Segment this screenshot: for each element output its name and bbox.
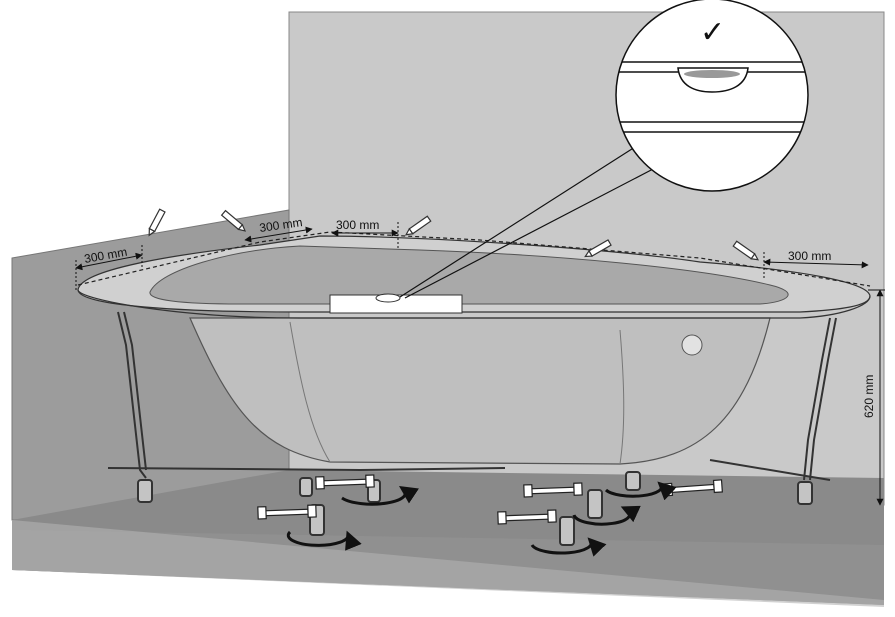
pencil-icon — [732, 240, 760, 261]
wrench-icon — [315, 474, 375, 490]
rotation-arrows — [286, 481, 677, 557]
floor-lighter — [12, 520, 884, 607]
rotate-arrow-icon — [286, 530, 362, 551]
rotate-arrow-icon — [341, 485, 419, 506]
bathtub — [77, 231, 871, 465]
wrench-icon — [257, 504, 317, 520]
magnifier-callout-icon: ✓ — [399, 0, 809, 299]
dim-right-label: 300 mm — [788, 249, 831, 263]
rotate-arrow-icon — [604, 481, 677, 501]
dim-back-left-label: 300 mm — [258, 215, 303, 235]
wrench-icon — [497, 509, 557, 525]
pencil-icon — [148, 208, 166, 237]
dim-back-center-label: 300 mm — [336, 218, 379, 232]
pencil-icons — [148, 208, 760, 261]
wrench-icon — [523, 482, 583, 498]
support-frame — [107, 311, 837, 546]
check-mark-icon: ✓ — [700, 15, 725, 50]
rotate-arrow-icon — [572, 505, 641, 526]
pencil-icon — [220, 209, 247, 232]
dim-height-label: 620 mm — [862, 375, 876, 418]
spirit-level-icon — [329, 293, 463, 314]
dimensions — [75, 222, 885, 506]
tub-basin — [149, 245, 789, 305]
pencil-icon — [404, 215, 432, 236]
pencil-icon — [584, 239, 612, 258]
rotate-arrow-icon — [530, 537, 607, 557]
overflow-hole — [681, 334, 703, 356]
